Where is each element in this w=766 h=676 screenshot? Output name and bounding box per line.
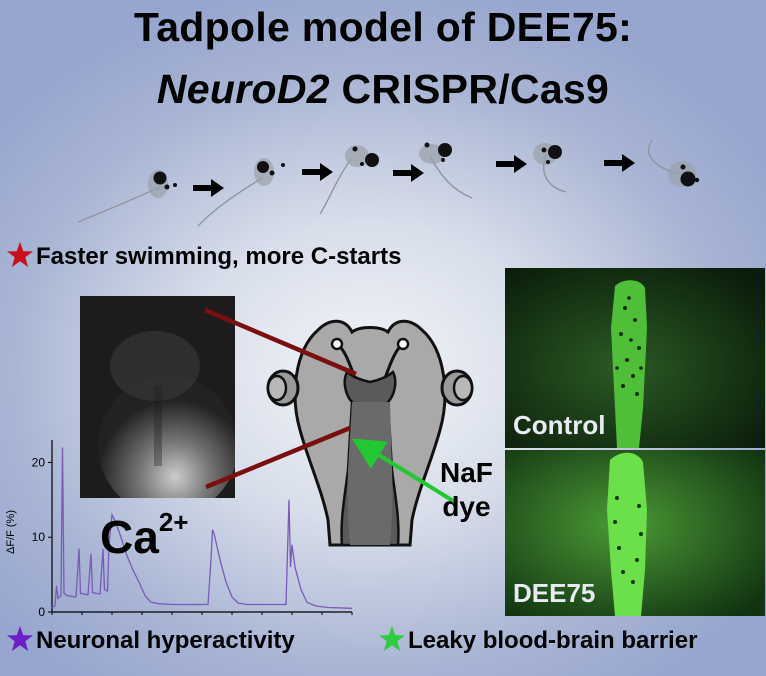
title-rest: CRISPR/Cas9 xyxy=(329,66,610,112)
neuronal-caption: Neuronal hyperactivity xyxy=(6,625,295,655)
control-fluorescence-image: Control xyxy=(505,268,765,448)
calcium-label: Ca2+ xyxy=(100,507,188,564)
title-line-1: Tadpole model of DEE75: xyxy=(133,4,633,50)
swimming-caption-text: Faster swimming, more C-starts xyxy=(36,243,402,270)
naf-text: NaF xyxy=(440,457,493,488)
neuronal-caption-text: Neuronal hyperactivity xyxy=(36,627,295,654)
dee75-fluorescence-image: DEE75 xyxy=(505,450,765,616)
calcium-text: Ca xyxy=(100,511,159,563)
bbb-caption: Leaky blood-brain barrier xyxy=(378,625,697,655)
dee75-label: DEE75 xyxy=(513,578,596,608)
y-axis-label: ΔF/F (%) xyxy=(5,510,17,554)
y-tick-label: 10 xyxy=(32,530,46,544)
swimming-caption: Faster swimming, more C-starts xyxy=(6,241,401,271)
star-icon xyxy=(378,625,406,653)
calcium-superscript: 2+ xyxy=(158,507,189,537)
bbb-caption-text: Leaky blood-brain barrier xyxy=(408,627,698,654)
star-icon xyxy=(6,625,34,653)
title-line-2: NeuroD2 CRISPR/Cas9 xyxy=(0,66,766,112)
star-icon xyxy=(6,241,34,269)
y-tick-label: 0 xyxy=(38,605,45,619)
control-label: Control xyxy=(513,410,606,440)
y-tick-label: 20 xyxy=(32,455,46,469)
title-gene: NeuroD2 xyxy=(156,66,330,112)
dye-text: dye xyxy=(442,491,491,522)
calcium-imaging-image xyxy=(80,296,235,498)
